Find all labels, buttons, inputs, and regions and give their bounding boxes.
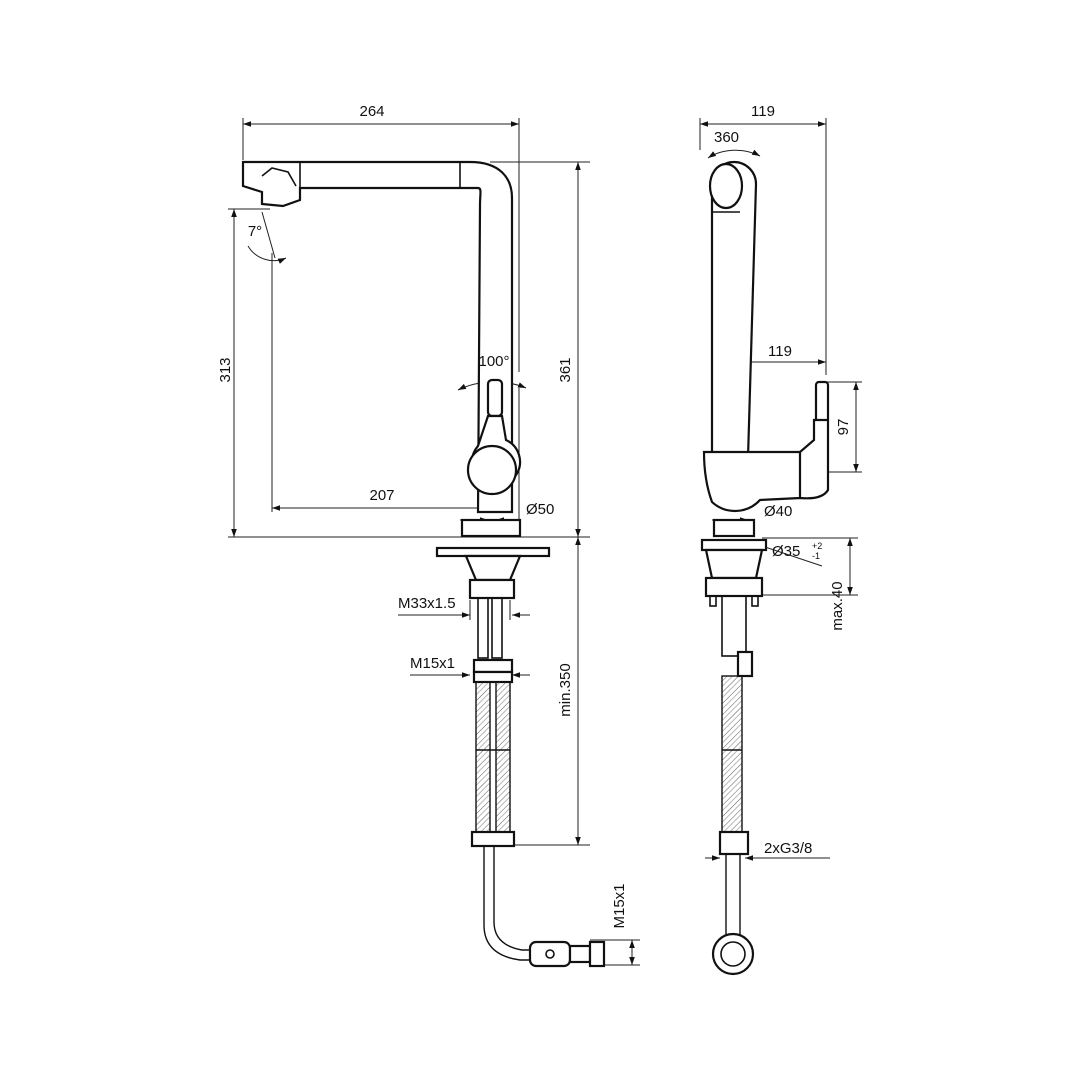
- connection-label: 2xG3/8: [764, 840, 812, 857]
- spout-height-label: 313: [217, 357, 234, 382]
- base-diameter-label: Ø50: [526, 501, 554, 518]
- lever-offset-label: 119: [768, 343, 792, 360]
- front-view: [228, 118, 640, 968]
- width-label: 264: [359, 103, 384, 120]
- spout-angle-label: 7°: [248, 223, 262, 240]
- body-diameter-label: Ø40: [764, 503, 792, 520]
- rotation-label: 360: [714, 129, 739, 146]
- min-hose-length-label: min.350: [557, 663, 574, 716]
- hose-thread-label: M15x1: [410, 655, 455, 672]
- hole-diameter-label: Ø35: [772, 543, 800, 560]
- hole-tolerance-minus: -1: [812, 551, 820, 561]
- side-view: [699, 118, 862, 976]
- depth-label: 119: [751, 103, 775, 120]
- hose-end-thread-label: M15x1: [611, 883, 628, 928]
- total-height-label: 361: [557, 357, 574, 382]
- reach-label: 207: [369, 487, 394, 504]
- lever-height-label: 97: [835, 419, 852, 436]
- shank-thread-label: M33x1.5: [398, 595, 456, 612]
- hole-tolerance-plus: +2: [812, 541, 822, 551]
- max-thickness-label: max.40: [829, 581, 846, 630]
- swivel-angle-label: 100°: [478, 353, 509, 370]
